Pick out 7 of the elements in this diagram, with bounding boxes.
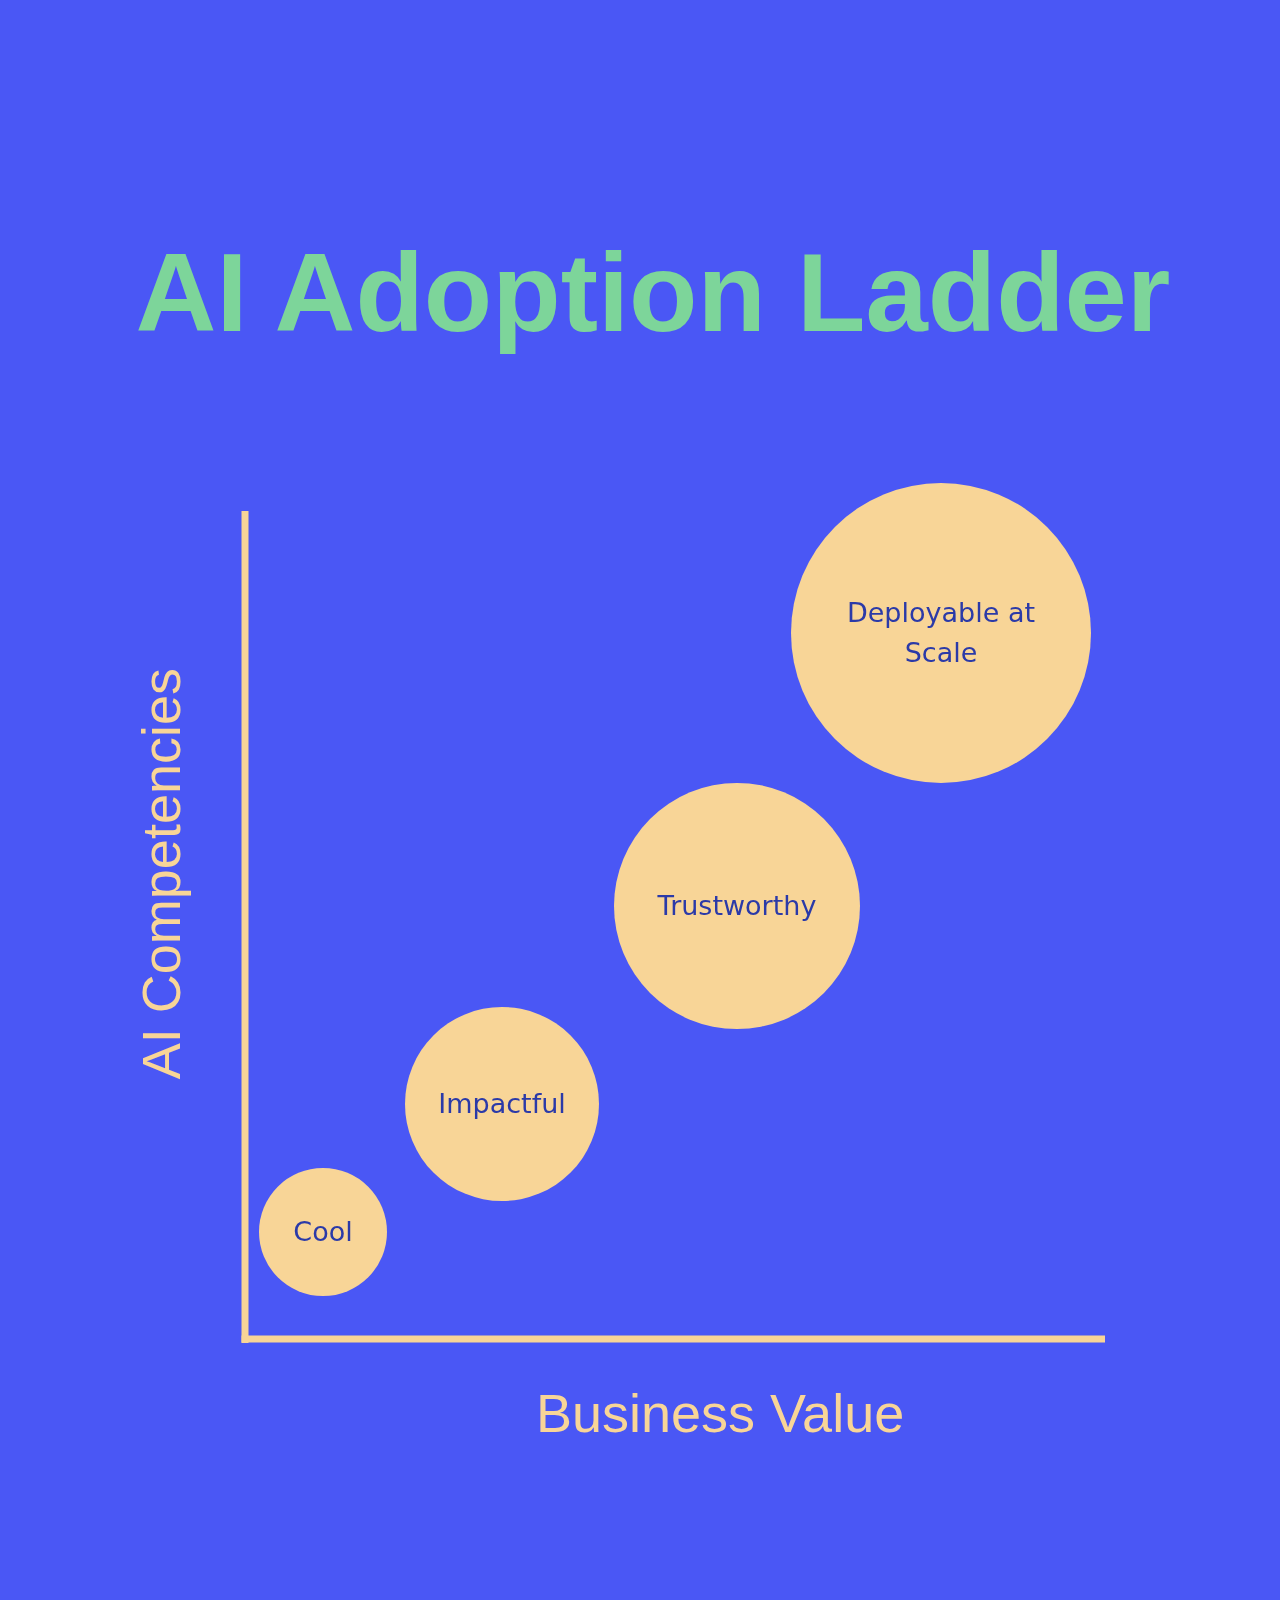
x-axis-label: Business Value: [536, 1383, 905, 1443]
y-axis-label: AI Competencies: [131, 668, 191, 1080]
stage-label: Impactful: [438, 1087, 566, 1121]
stage-label: Deployable at Scale: [845, 596, 1037, 670]
stage-label: Trustworthy: [657, 889, 817, 923]
stage-label: Cool: [293, 1215, 353, 1249]
title: AI Adoption Ladder: [134, 230, 1171, 355]
